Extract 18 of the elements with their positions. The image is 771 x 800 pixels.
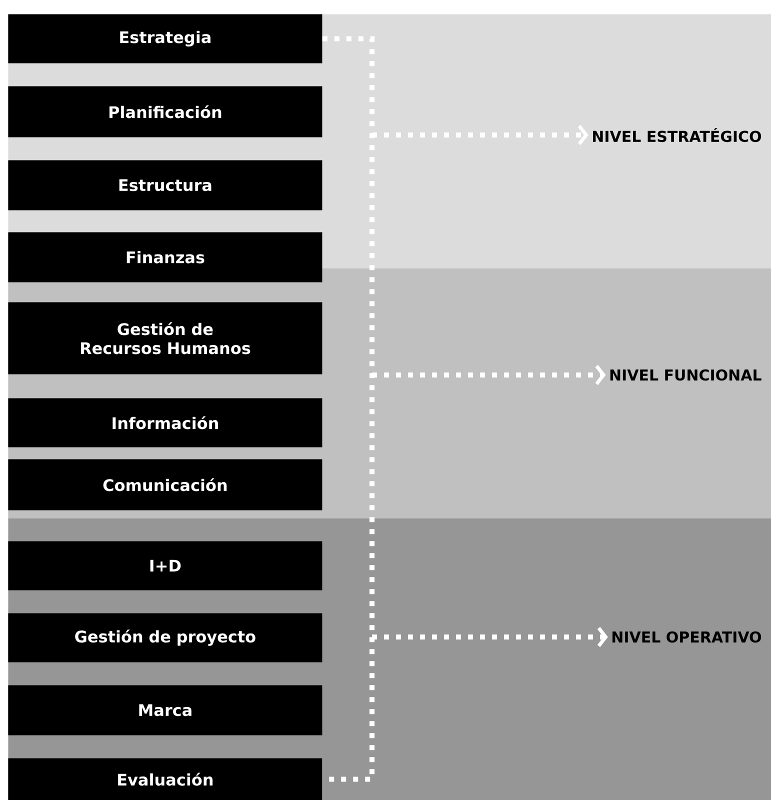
- dotted-arrow: [372, 124, 588, 146]
- level-label: NIVEL OPERATIVO: [612, 631, 762, 643]
- category-box: Comunicación: [8, 459, 322, 510]
- dotted-arrow: [372, 364, 606, 386]
- level-label: NIVEL ESTRATÉGICO: [593, 128, 762, 142]
- level-label: NIVEL FUNCIONAL: [610, 369, 762, 381]
- category-box: Gestión de proyecto: [8, 613, 322, 662]
- category-box: Información: [8, 398, 322, 448]
- category-box: Estrategia: [8, 14, 322, 64]
- dotted-arrow: [372, 626, 608, 648]
- category-box: Marca: [8, 685, 322, 736]
- category-box: Estructura: [8, 160, 322, 210]
- category-box: Gestión de Recursos Humanos: [8, 302, 322, 374]
- dotted-connector: [322, 36, 374, 782]
- category-box: Evaluación: [8, 758, 322, 800]
- category-box: I+D: [8, 541, 322, 590]
- category-box: Planificación: [8, 86, 322, 138]
- category-box: Finanzas: [8, 232, 322, 282]
